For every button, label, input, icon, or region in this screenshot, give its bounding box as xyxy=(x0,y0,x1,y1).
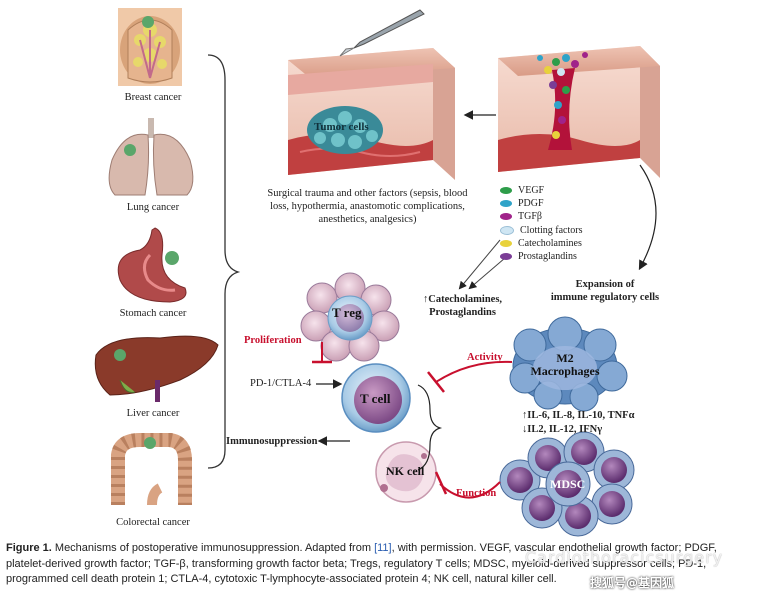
arrow-to-expansion xyxy=(638,164,657,271)
caption-text-1: Mechanisms of postoperative immunosuppre… xyxy=(51,542,375,554)
activity-label: Activity xyxy=(467,352,503,363)
mdsc-label: MDSC xyxy=(550,477,586,491)
legend-label: TGFβ xyxy=(518,211,542,222)
function-inhibit-bar xyxy=(434,471,448,495)
tumor-tissue-block xyxy=(288,48,455,180)
organ-label-lung: Lung cancer xyxy=(126,202,180,213)
legend-arrow-2 xyxy=(468,257,506,290)
catecholamines-line-1: ↑Catecholamines, xyxy=(423,294,503,305)
proliferation-label: Proliferation xyxy=(244,335,302,346)
expansion-text: Expansion of immune regulatory cells xyxy=(540,278,670,304)
legend-label: VEGF xyxy=(518,185,545,196)
legend-arrow-1 xyxy=(458,239,501,290)
pdgf-dot-icon xyxy=(500,200,512,208)
wound-tissue-block xyxy=(498,46,660,178)
treg-label: T reg xyxy=(332,305,362,320)
organ-bracket xyxy=(207,54,241,469)
catecholamines-dot-icon xyxy=(500,240,512,248)
treg-cell xyxy=(300,272,400,362)
function-inhibit-line xyxy=(439,481,501,499)
legend-item-prostaglandins: Prostaglandins xyxy=(500,251,577,262)
legend-item-tgfb: TGFβ xyxy=(500,211,542,222)
catecholamines-line-2: Prostaglandins xyxy=(429,307,496,318)
organ-label-liver: Liver cancer xyxy=(126,408,180,419)
organ-label-colorectal: Colorectal cancer xyxy=(116,517,190,528)
legend-item-catecholamines: Catecholamines xyxy=(500,238,582,249)
vegf-dot-icon xyxy=(500,187,512,195)
tumor-cells-label: Tumor cells xyxy=(314,121,369,133)
diagram-canvas xyxy=(94,8,660,537)
organ-label-breast: Breast cancer xyxy=(124,92,182,103)
stomach-illustration xyxy=(117,227,187,303)
activity-inhibit-line xyxy=(435,360,513,383)
pd1-label: PD-1/CTLA-4 xyxy=(250,378,312,389)
m2-label: M2 Macrophages xyxy=(528,352,602,378)
catecholamines-text: ↑Catecholamines, Prostaglandins xyxy=(423,293,502,319)
activity-inhibit-bar xyxy=(427,371,445,393)
m2-label-line-2: Macrophages xyxy=(530,364,600,378)
tgfb-dot-icon xyxy=(500,213,512,221)
caption-text-2: , with permission. VEGF, vascular endoth… xyxy=(6,542,717,585)
prostaglandins-dot-icon xyxy=(500,253,512,261)
figure-caption: Figure 1. Mechanisms of postoperative im… xyxy=(6,541,752,588)
trauma-line-3: anesthetics, analgesics) xyxy=(318,214,417,225)
immunosuppression-label: Immunosuppression xyxy=(226,436,318,447)
lung-illustration xyxy=(108,118,194,196)
function-label: Function xyxy=(456,488,497,499)
legend-label: Prostaglandins xyxy=(518,251,577,262)
watermark-overlay: Cardiothoracicsurgery xyxy=(525,548,724,567)
tcell-nk-bracket xyxy=(417,384,443,471)
nkcell-label: NK cell xyxy=(386,464,425,478)
organ-label-stomach: Stomach cancer xyxy=(119,308,187,319)
legend-item-pdgf: PDGF xyxy=(500,198,544,209)
legend-label: Catecholamines xyxy=(518,238,582,249)
cytokines-down-label: ↓IL2, IL-12, IFNγ xyxy=(522,424,603,435)
legend-item-vegf: VEGF xyxy=(500,185,544,196)
caption-reference-link[interactable]: [11] xyxy=(374,542,392,554)
m2-macrophage-cluster xyxy=(509,316,628,412)
mdsc-cluster xyxy=(499,431,635,537)
liver-illustration xyxy=(94,335,219,402)
nk-cell xyxy=(375,441,437,503)
scalpel-icon xyxy=(339,9,425,57)
clotting-dot-icon xyxy=(500,226,514,236)
legend-label: PDGF xyxy=(518,198,544,209)
m2-label-line-1: M2 xyxy=(556,351,574,365)
colon-illustration xyxy=(111,433,192,506)
legend-label: Clotting factors xyxy=(520,225,583,236)
legend-item-clotting: Clotting factors xyxy=(500,225,583,236)
trauma-line-1: Surgical trauma and other factors (sepsi… xyxy=(267,188,468,199)
cytokines-up-label: ↑IL-6, IL-8, IL-10, TNFα xyxy=(522,410,635,421)
watermark: 搜狐号@基因狐 xyxy=(590,576,675,590)
trauma-text: Surgical trauma and other factors (sepsi… xyxy=(260,187,475,226)
figure-number: Figure 1. xyxy=(6,542,52,554)
breast-illustration xyxy=(118,8,182,86)
t-cell xyxy=(341,363,411,433)
trauma-line-2: loss, hypothermia, anastomotic complicat… xyxy=(270,201,465,212)
tcell-label: T cell xyxy=(360,391,391,406)
expansion-line-2: immune regulatory cells xyxy=(550,292,660,303)
expansion-line-1: Expansion of xyxy=(575,279,635,290)
